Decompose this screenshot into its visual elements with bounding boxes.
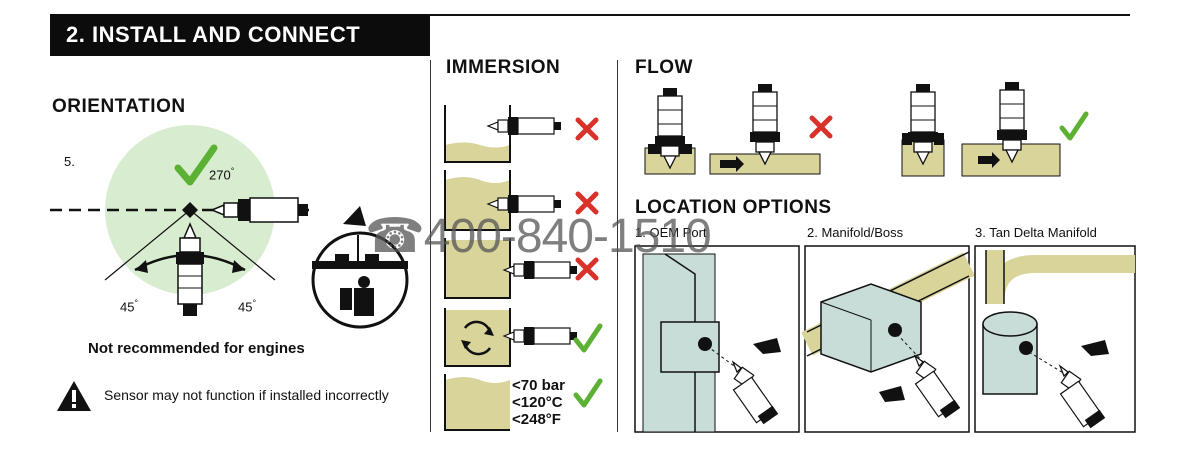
- zoom-pointer: [343, 206, 366, 226]
- angle-left-45: 45°: [120, 298, 139, 315]
- engine-person-icon: [311, 231, 409, 329]
- option-label-manifold: 2. Manifold/Boss: [807, 225, 904, 240]
- tan-delta-manifold-panel: [974, 245, 1136, 433]
- flow-option-4: [961, 81, 1089, 177]
- section-title: 2. INSTALL AND CONNECT: [50, 14, 430, 56]
- warning-icon: [57, 381, 91, 411]
- phone-number: 400-840-1510: [423, 210, 712, 263]
- tank-mid-oil: [444, 170, 599, 231]
- vertical-sensor-icon: [176, 222, 204, 316]
- pivot-marker: [182, 202, 198, 218]
- oem-port-panel: [634, 245, 800, 433]
- orientation-diagram: [50, 125, 409, 329]
- flow-diagram: [644, 81, 1089, 177]
- divider-right: [617, 60, 618, 432]
- flow-heading: FLOW: [635, 57, 693, 78]
- divider-left: [430, 60, 431, 432]
- angle-right-45: 45°: [238, 298, 257, 315]
- header-rule: [430, 14, 1130, 16]
- flow-option-3: [901, 83, 945, 177]
- manifold-boss-panel: [801, 245, 975, 433]
- immersion-heading: IMMERSION: [446, 57, 561, 78]
- flow-option-1: [644, 87, 696, 175]
- horizontal-sensor-icon: [210, 197, 308, 223]
- engine-note: Not recommended for engines: [88, 340, 305, 357]
- ok-check-icon: [174, 144, 218, 186]
- warning-text: Sensor may not function if installed inc…: [104, 387, 389, 403]
- flow-option-2: [709, 83, 833, 175]
- step-number: 5.: [64, 154, 75, 169]
- limit-celsius: <120°C: [512, 394, 563, 411]
- location-options-diagram: [634, 245, 1136, 433]
- limit-pressure: <70 bar: [512, 377, 565, 394]
- tank-low-oil: [444, 105, 599, 163]
- tank-limits: [444, 374, 603, 431]
- option-label-oem: 1. OEM Port: [635, 225, 707, 240]
- tank-full-oil: [444, 238, 599, 299]
- limit-fahrenheit: <248°F: [512, 411, 561, 428]
- angle-270: 270°: [209, 166, 235, 183]
- option-label-tan-delta: 3. Tan Delta Manifold: [975, 225, 1097, 240]
- orientation-heading: ORIENTATION: [52, 96, 186, 117]
- phone-watermark: ☎400-840-1510: [365, 208, 712, 264]
- tank-circulating-oil: [444, 308, 603, 367]
- phone-icon: ☎: [365, 210, 425, 263]
- immersion-diagram: [444, 105, 603, 431]
- immersion-limits: <70 bar <120°C <248°F: [512, 377, 565, 428]
- location-heading: LOCATION OPTIONS: [635, 197, 832, 218]
